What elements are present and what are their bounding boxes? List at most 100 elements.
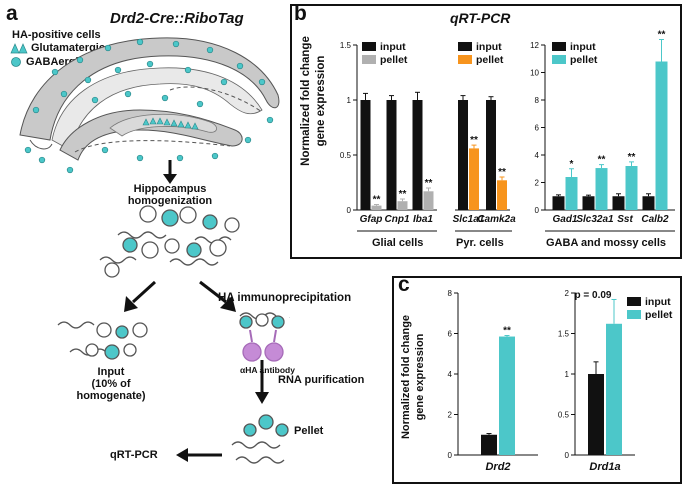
c2-y-tick-label: 2 <box>565 289 570 298</box>
panel-b-title: qRT-PCR <box>450 10 511 26</box>
c2-y-tick-label: 1.5 <box>558 330 570 339</box>
b3-legend-label: input <box>570 41 596 53</box>
b1-category-label: Iba1 <box>413 214 433 225</box>
step-homogenization-line1: Hippocampus <box>133 183 207 195</box>
c1-bar-input <box>481 434 497 455</box>
ip-cells <box>239 312 290 362</box>
step-input-line2: (10% of homogenate) <box>76 378 146 402</box>
b2-bar-pellet <box>469 148 479 210</box>
group-label-gaba: GABA and mossy cells <box>546 237 667 249</box>
legend-title: HA-positive cells <box>12 29 101 41</box>
c1-bar-pellet <box>499 336 515 455</box>
b2-significance: ** <box>470 135 478 146</box>
panel-c-letter: c <box>398 273 410 296</box>
b3-y-tick-label: 4 <box>535 151 540 160</box>
panel-b-frame <box>290 4 682 259</box>
triangle-marker-icon <box>10 43 28 54</box>
b2-legend-swatch <box>458 55 472 64</box>
b1-significance: ** <box>399 189 407 200</box>
c1-y-tick-label: 4 <box>448 370 453 379</box>
b3-legend-swatch <box>552 42 566 51</box>
b3-y-tick-label: 2 <box>535 179 540 188</box>
c1-y-tick-label: 6 <box>448 330 453 339</box>
b3-bar-pellet <box>625 166 638 210</box>
b1-category-label: Cnp1 <box>385 214 410 225</box>
b1-bar-pellet <box>423 191 434 210</box>
step-qpcr: qRT-PCR <box>110 449 158 461</box>
circle-marker-icon <box>11 57 21 67</box>
b3-significance: ** <box>598 155 606 166</box>
pellet-cells <box>231 414 289 464</box>
b2-category-label: Slc1a1 <box>453 214 485 225</box>
b3-significance: ** <box>658 30 666 41</box>
b1-significance: ** <box>373 195 381 206</box>
c2-legend-label: pellet <box>645 309 673 321</box>
panel-b-letter: b <box>294 2 307 25</box>
b1-y-tick-label: 0 <box>347 206 352 215</box>
c2-legend-swatch <box>627 297 641 306</box>
b1-legend-label: pellet <box>380 54 408 66</box>
b3-bar-input <box>582 196 595 210</box>
group-label-pyr: Pyr. cells <box>456 237 504 249</box>
b3-bar-pellet <box>595 168 608 210</box>
c1-category-label: Drd2 <box>485 461 510 473</box>
b3-category-label: Sst <box>617 214 633 225</box>
b1-legend-swatch <box>362 55 376 64</box>
b1-category-label: Gfap <box>360 214 383 225</box>
b3-category-label: Calb2 <box>641 214 669 225</box>
glutamatergic-cells <box>142 117 199 130</box>
c2-category-label: Drd1a <box>589 461 620 473</box>
b1-legend-swatch <box>362 42 376 51</box>
b3-y-tick-label: 10 <box>530 69 539 78</box>
panel-a-letter: a <box>6 2 18 25</box>
b1-legend-label: input <box>380 41 406 53</box>
c2-bar-input <box>588 374 604 455</box>
b3-y-tick-label: 8 <box>535 96 540 105</box>
b1-bar-input <box>412 100 423 210</box>
c1-y-tick-label: 8 <box>448 289 453 298</box>
b1-significance: ** <box>425 178 433 189</box>
mouse-line-title: Drd2-Cre::RiboTag <box>110 10 244 27</box>
panel-a-illustration <box>19 37 290 464</box>
b1-y-tick-label: 1 <box>347 96 352 105</box>
b3-y-tick-label: 12 <box>530 41 539 50</box>
step-input: Input (10% of homogenate) <box>56 366 166 402</box>
b3-bar-pellet <box>655 61 668 210</box>
b1-y-tick-label: 0.5 <box>340 151 352 160</box>
b1-bar-pellet <box>397 201 408 210</box>
b3-category-label: Slc32a1 <box>576 214 614 225</box>
c1-significance: ** <box>503 326 511 337</box>
b3-category-label: Gad1 <box>552 214 577 225</box>
b3-y-tick-label: 6 <box>535 124 540 133</box>
step-homogenization: Hippocampus homogenization <box>118 183 222 207</box>
hippocampus-drawing <box>19 37 280 161</box>
b3-bar-input <box>552 196 565 210</box>
b1-bar-input <box>360 100 371 210</box>
c2-y-tick-label: 0 <box>565 451 570 460</box>
homogenate-cells <box>99 205 240 278</box>
step-pellet: Pellet <box>294 425 324 437</box>
c1-y-tick-label: 2 <box>448 411 453 420</box>
b2-bar-pellet <box>497 180 507 210</box>
b2-category-label: Camk2a <box>477 214 516 225</box>
b2-bar-input <box>486 100 496 210</box>
b3-legend-label: pellet <box>570 54 598 66</box>
b3-legend-swatch <box>552 55 566 64</box>
legend-glut-label: Glutamatergic <box>31 42 105 54</box>
panel-c-frame <box>392 276 682 484</box>
gaba-cells <box>24 38 274 174</box>
b1-bar-pellet <box>371 205 382 210</box>
group-label-glial: Glial cells <box>372 237 424 249</box>
b2-legend-swatch <box>458 42 472 51</box>
p-value-annotation: p = 0.09 <box>575 290 612 301</box>
b1-y-tick-label: 1.5 <box>340 41 352 50</box>
step-rna: RNA purification <box>278 374 365 386</box>
b3-bar-pellet <box>565 177 578 210</box>
step-input-line1: Input <box>97 366 125 378</box>
b2-legend-label: input <box>476 41 502 53</box>
antibody-label: αHA antibody <box>240 365 295 375</box>
b2-legend-label: pellet <box>476 54 504 66</box>
c2-y-tick-label: 0.5 <box>558 411 570 420</box>
